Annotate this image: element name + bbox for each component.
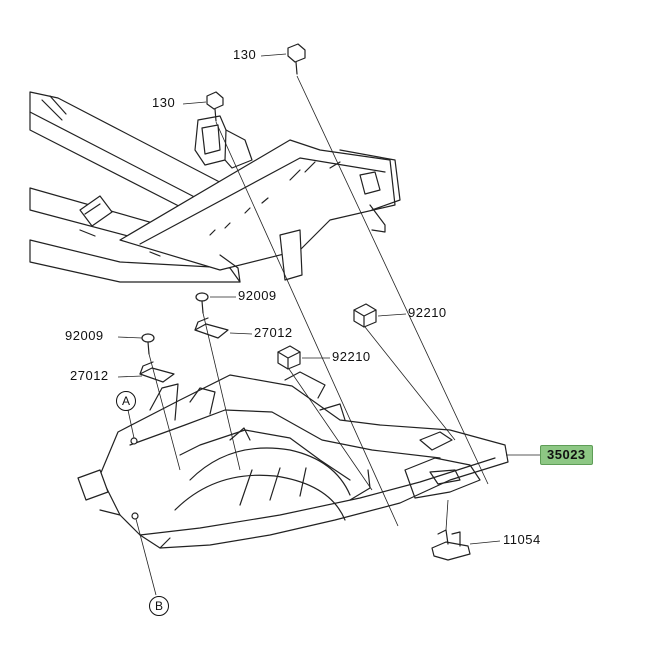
label-nut-92210-center: 92210 bbox=[332, 349, 371, 364]
bolt-130-left-icon bbox=[206, 91, 224, 122]
assembly-lines bbox=[117, 53, 540, 596]
rear-fender-body bbox=[77, 371, 509, 549]
view-marker-a: A bbox=[116, 391, 136, 411]
label-bolt-130-top: 130 bbox=[233, 47, 257, 62]
rear-frame bbox=[29, 91, 401, 283]
label-clip-27012-center: 27012 bbox=[254, 325, 293, 340]
screw-92009-left-icon bbox=[141, 333, 155, 355]
view-marker-b: B bbox=[149, 596, 169, 616]
nut-92210-right-icon bbox=[353, 303, 377, 328]
label-bracket-11054: 11054 bbox=[503, 532, 541, 547]
clip-27012-center-icon bbox=[194, 317, 229, 339]
clip-27012-left-icon bbox=[139, 361, 175, 383]
label-fender-35023[interactable]: 35023 bbox=[540, 445, 593, 465]
label-clip-27012-left: 27012 bbox=[70, 368, 109, 383]
label-nut-92210-right: 92210 bbox=[408, 305, 447, 320]
screw-92009-center-icon bbox=[195, 292, 209, 314]
nut-92210-center-icon bbox=[277, 345, 301, 370]
label-screw-92009-left: 92009 bbox=[65, 328, 104, 343]
bracket-11054-icon bbox=[431, 529, 471, 561]
bolt-130-top-icon bbox=[287, 43, 306, 75]
label-screw-92009-center: 92009 bbox=[238, 288, 277, 303]
label-bolt-130-left: 130 bbox=[152, 95, 176, 110]
